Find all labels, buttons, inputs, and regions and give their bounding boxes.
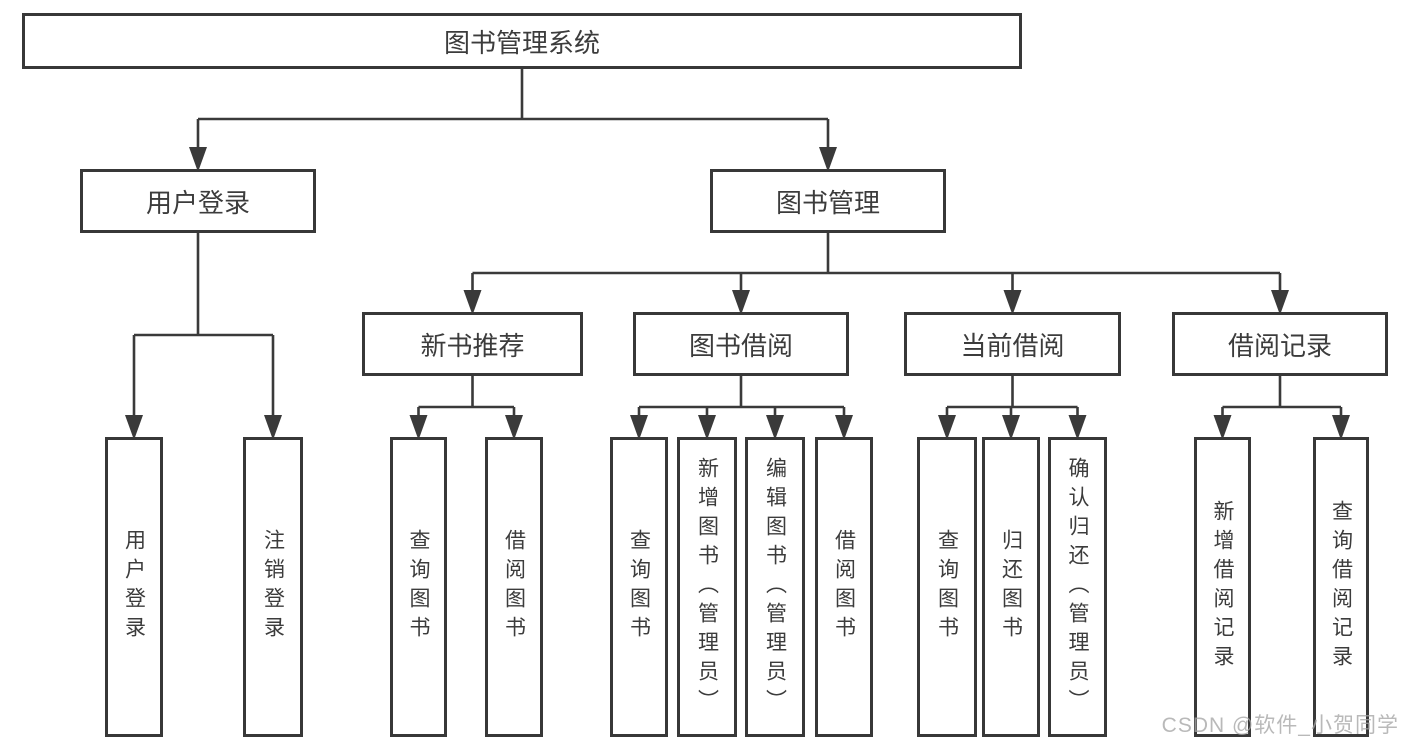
node-borrow-records: 借阅记录 [1172,312,1388,376]
node-current-borrow: 当前借阅 [904,312,1121,376]
node-leaf-borrow-book-1: 借阅图书 [485,437,543,737]
node-label: 当前借阅 [960,330,1065,361]
node-leaf-query-book-1: 查询图书 [390,437,447,737]
node-book-mgmt: 图书管理 [710,169,946,233]
node-label: 借阅图书 [832,529,856,645]
node-label: 查询图书 [407,529,430,645]
node-leaf-edit-book: 编辑图书（管理员） [745,437,805,737]
node-label: 图书借阅 [688,330,793,361]
node-leaf-borrow-book-2: 借阅图书 [815,437,873,737]
node-label: 查询借阅记录 [1329,500,1353,674]
node-new-book-rec: 新书推荐 [362,312,583,376]
node-leaf-logout: 注销登录 [243,437,303,737]
node-leaf-return-book: 归还图书 [982,437,1040,737]
node-label: 新增图书（管理员） [695,456,719,718]
node-label: 确认归还（管理员） [1066,456,1089,718]
node-label: 借阅记录 [1227,330,1332,361]
node-leaf-add-borrow-record: 新增借阅记录 [1194,437,1251,737]
node-leaf-user-login: 用户登录 [105,437,163,737]
node-root: 图书管理系统 [22,13,1022,69]
node-leaf-query-book-2: 查询图书 [610,437,668,737]
node-leaf-confirm-return: 确认归还（管理员） [1048,437,1107,737]
node-label: 用户登录 [145,187,250,218]
node-book-borrow: 图书借阅 [633,312,849,376]
node-leaf-add-book: 新增图书（管理员） [677,437,737,737]
node-label: 用户登录 [122,529,146,645]
node-label: 查询图书 [627,529,651,645]
node-label: 归还图书 [999,529,1023,645]
node-label: 编辑图书（管理员） [763,456,787,718]
node-label: 图书管理 [775,187,880,218]
node-label: 新书推荐 [420,330,525,361]
watermark: CSDN @软件_小贺同学 [1161,714,1399,737]
node-label: 新增借阅记录 [1211,500,1234,674]
node-leaf-query-borrow-record: 查询借阅记录 [1313,437,1369,737]
node-label: 借阅图书 [502,529,526,645]
node-label: 注销登录 [261,529,285,645]
node-user-login: 用户登录 [80,169,316,233]
node-label: 图书管理系统 [443,27,600,58]
node-leaf-query-book-3: 查询图书 [917,437,977,737]
node-label: 查询图书 [935,529,959,645]
